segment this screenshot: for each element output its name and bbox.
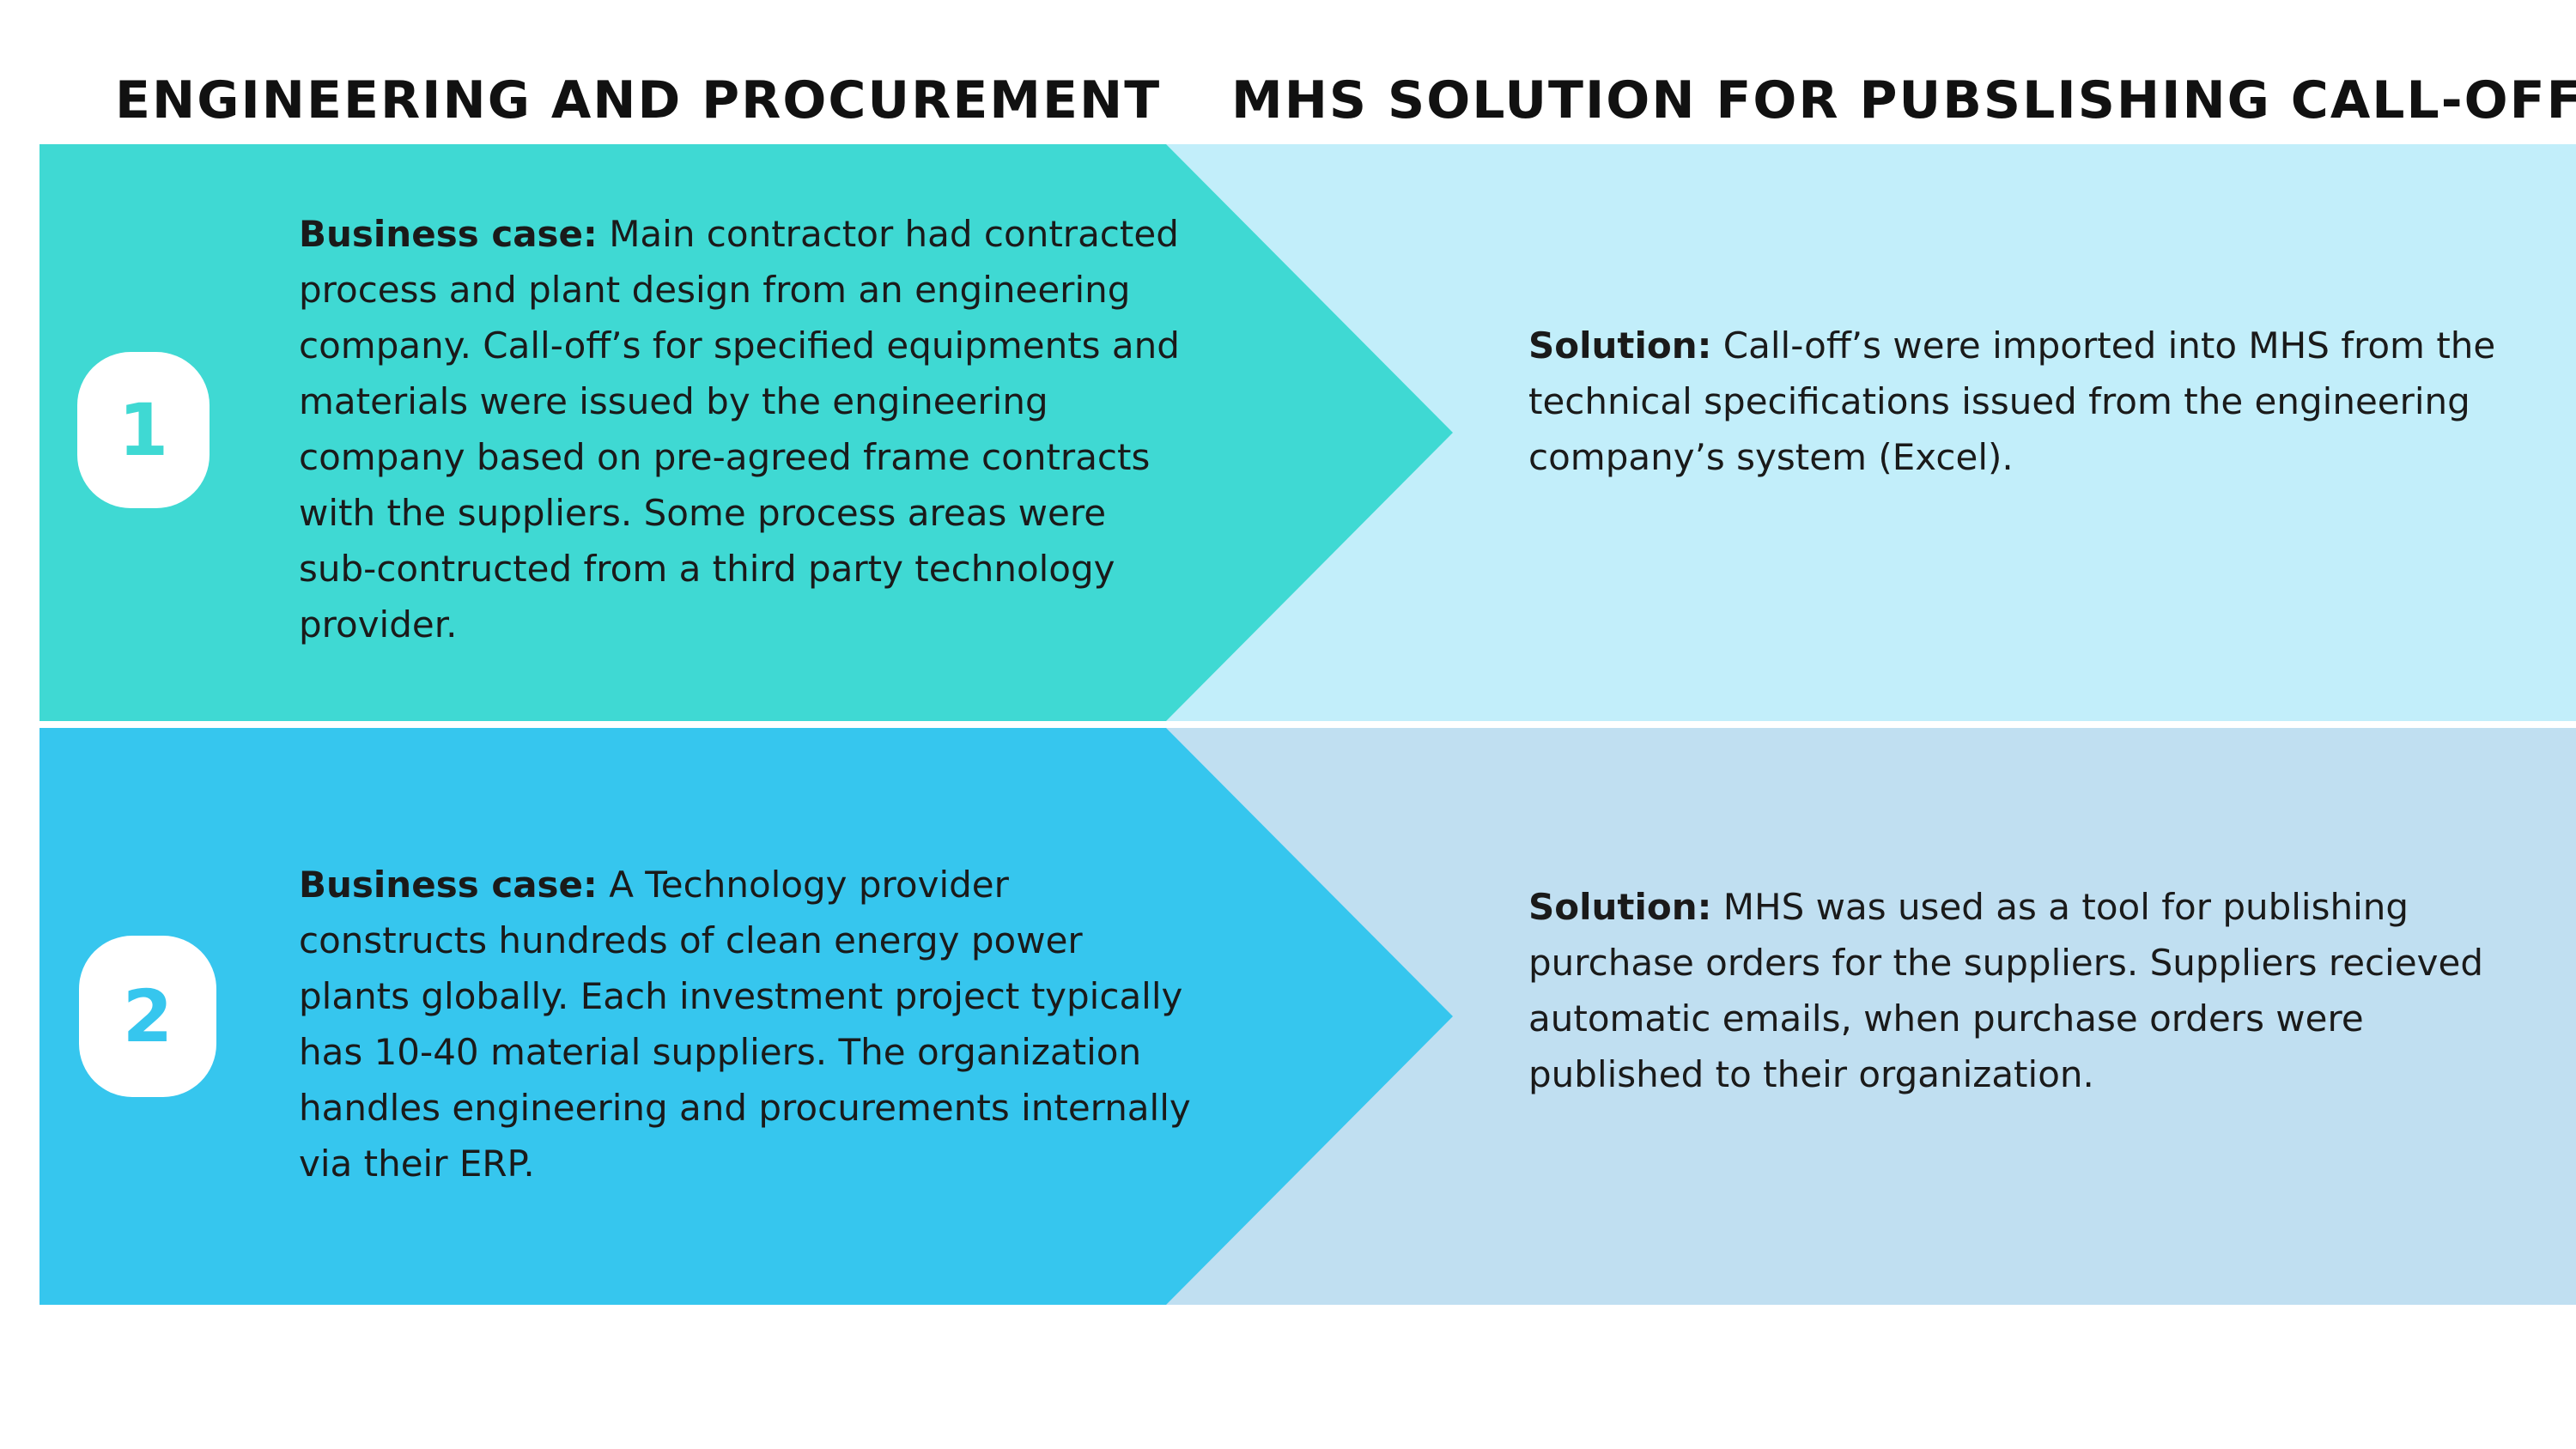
business-case-text-1: Business case: Main contractor had contr… xyxy=(299,206,1192,652)
row-2-chevron-arrow xyxy=(39,728,1453,1305)
step-number-badge-2: 2 xyxy=(79,936,216,1097)
business-case-label: Business case: xyxy=(299,864,598,906)
solution-body: MHS was used as a tool for publishing pu… xyxy=(1528,886,2484,1095)
solution-label: Solution: xyxy=(1528,886,1712,928)
solution-text-1: Solution: Call-off’s were imported into … xyxy=(1528,318,2507,485)
row-1-background xyxy=(39,144,2576,721)
step-number-badge-1: 1 xyxy=(77,352,210,508)
business-case-body: Main contractor had contracted process a… xyxy=(299,213,1180,646)
solution-label: Solution: xyxy=(1528,324,1712,367)
row-1-chevron-arrow xyxy=(39,144,1453,721)
heading-engineering-procurement: ENGINEERING AND PROCUREMENT xyxy=(115,70,1162,130)
case-row-1: 1 Business case: Main contractor had con… xyxy=(39,144,2576,721)
solution-body: Call-off’s were imported into MHS from t… xyxy=(1528,324,2496,478)
business-case-body: A Technology provider constructs hundred… xyxy=(299,864,1191,1185)
solution-text-2: Solution: MHS was used as a tool for pub… xyxy=(1528,879,2507,1102)
row-2-background xyxy=(39,728,2576,1305)
business-case-text-2: Business case: A Technology provider con… xyxy=(299,857,1192,1191)
business-case-label: Business case: xyxy=(299,213,598,255)
case-row-2: 2 Business case: A Technology provider c… xyxy=(39,728,2576,1305)
heading-mhs-solution: MHS SOLUTION FOR PUBSLISHING CALL-OFF'S xyxy=(1231,70,2576,130)
